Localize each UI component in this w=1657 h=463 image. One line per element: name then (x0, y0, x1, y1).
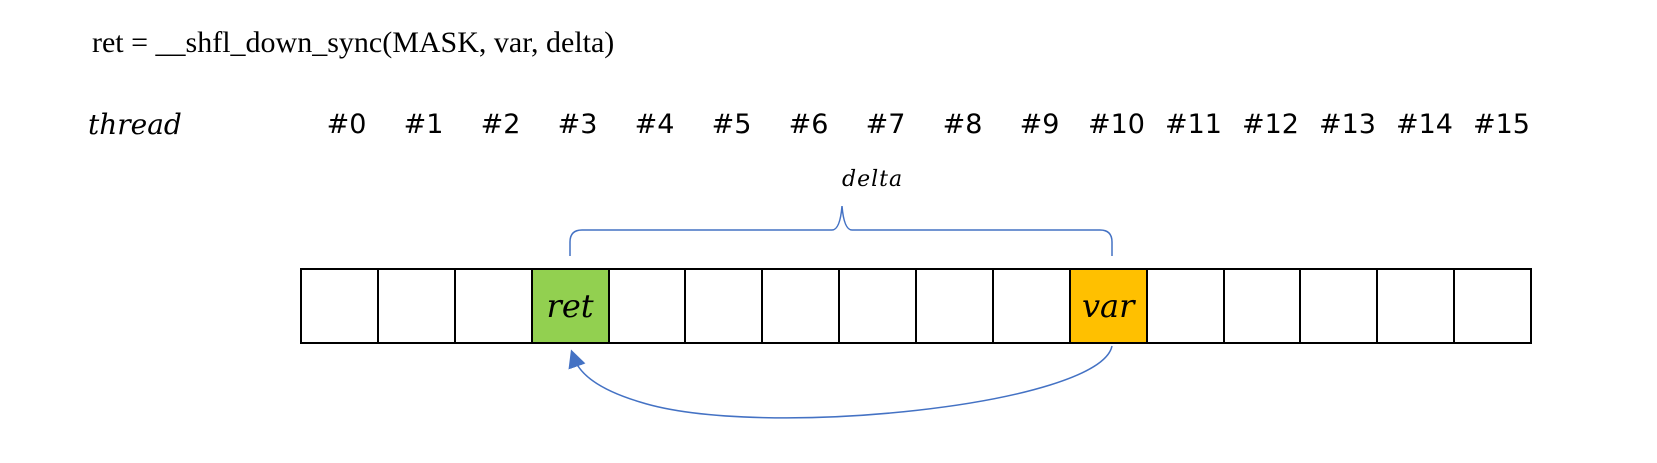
cell-var: var (1070, 270, 1148, 342)
cell (378, 270, 456, 342)
cell (455, 270, 533, 342)
cell (840, 270, 917, 342)
cell (1224, 270, 1302, 342)
cell-ret: ret (532, 270, 610, 342)
cell (1455, 270, 1530, 342)
thread-label: thread (88, 108, 182, 141)
cell (993, 270, 1071, 342)
thread-id-label: #15 (1473, 109, 1530, 140)
cell (1147, 270, 1225, 342)
cell (302, 270, 379, 342)
thread-id-label: #11 (1165, 109, 1222, 140)
thread-id-label: #3 (557, 109, 598, 140)
thread-id-label: #6 (788, 109, 829, 140)
thread-id-label: #14 (1396, 109, 1453, 140)
delta-brace (569, 205, 1113, 256)
thread-id-label: #0 (326, 109, 367, 140)
thread-register-row: ret var (300, 268, 1532, 344)
thread-id-label: #9 (1019, 109, 1060, 140)
thread-id-label: #4 (634, 109, 675, 140)
delta-label: delta (842, 167, 904, 192)
thread-id-label: #12 (1242, 109, 1299, 140)
code-expression: ret = __shfl_down_sync(MASK, var, delta) (92, 26, 615, 59)
thread-id-label: #2 (480, 109, 521, 140)
thread-id-label: #10 (1088, 109, 1145, 140)
thread-id-label: #7 (865, 109, 906, 140)
cell (763, 270, 841, 342)
thread-id-label: #1 (403, 109, 444, 140)
cell (1378, 270, 1456, 342)
shuffle-arrow (568, 345, 1113, 419)
cell (686, 270, 764, 342)
thread-id-label: #5 (711, 109, 752, 140)
thread-id-label: #8 (942, 109, 983, 140)
cell (917, 270, 994, 342)
thread-id-label: #13 (1319, 109, 1376, 140)
cell (609, 270, 687, 342)
cell (1301, 270, 1379, 342)
